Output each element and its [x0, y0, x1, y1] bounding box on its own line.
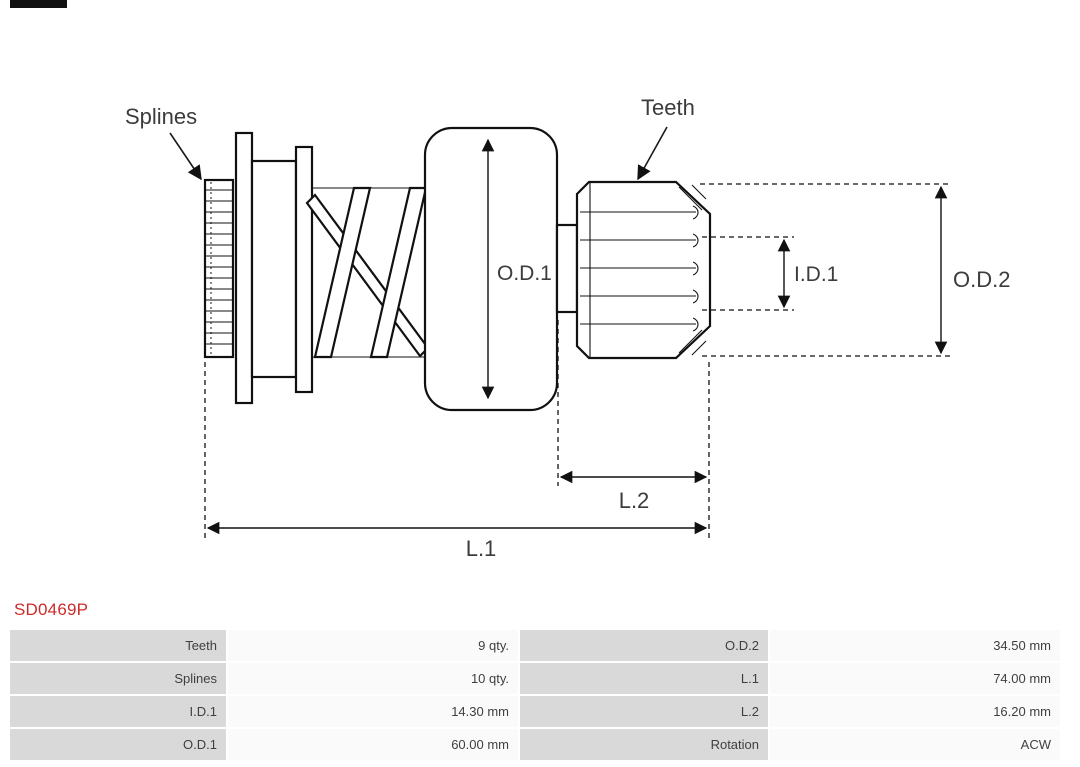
- teeth-arrow: [637, 126, 668, 181]
- l1-label: L.1: [466, 536, 497, 561]
- spec-label-id1: I.D.1: [10, 696, 226, 727]
- spec-value-l2: 16.20 mm: [770, 696, 1060, 727]
- return-spring: [305, 186, 430, 359]
- part-number: SD0469P: [14, 600, 89, 619]
- spline-hatching: [206, 189, 232, 345]
- spec-label-od1: O.D.1: [10, 729, 226, 760]
- pinion-gear: [575, 180, 712, 360]
- spec-label-splines: Splines: [10, 663, 226, 694]
- dim-id1: I.D.1: [702, 236, 838, 311]
- spec-value-l1: 74.00 mm: [770, 663, 1060, 694]
- dim-l1: L.1: [204, 362, 708, 561]
- dim-od1: O.D.1: [481, 138, 552, 400]
- spring-coil-2: [369, 186, 428, 359]
- flange-disc-2: [294, 145, 314, 394]
- spring-coil-1: [313, 186, 372, 359]
- splines-arrow: [169, 132, 202, 181]
- splined-shaft: [203, 178, 235, 359]
- splines-callout: Splines: [125, 104, 202, 181]
- od2-label: O.D.2: [953, 267, 1010, 292]
- flange-disc-1: [234, 131, 254, 405]
- spec-value-id1: 14.30 mm: [228, 696, 518, 727]
- spec-label-od2: O.D.2: [520, 630, 768, 661]
- teeth-label: Teeth: [641, 95, 695, 120]
- spec-value-splines: 10 qty.: [228, 663, 518, 694]
- spec-value-od1: 60.00 mm: [228, 729, 518, 760]
- id1-label: I.D.1: [794, 263, 838, 286]
- spec-value-od2: 34.50 mm: [770, 630, 1060, 661]
- od1-label: O.D.1: [497, 262, 552, 285]
- splines-label: Splines: [125, 104, 197, 129]
- gear-teeth-lines: [580, 205, 699, 332]
- spec-label-l2: L.2: [520, 696, 768, 727]
- hub-cylinder: [250, 159, 298, 379]
- spec-value-teeth: 9 qty.: [228, 630, 518, 661]
- spec-label-teeth: Teeth: [10, 630, 226, 661]
- spec-label-rotation: Rotation: [520, 729, 768, 760]
- pinion-shaft-neck: [555, 223, 579, 314]
- teeth-callout: Teeth: [637, 95, 695, 181]
- spec-table: Teeth 9 qty. O.D.2 34.50 mm Splines 10 q…: [10, 630, 1060, 760]
- starter-drive-technical-drawing: Splines Teeth: [125, 95, 1010, 561]
- dim-l2: L.2: [557, 320, 710, 540]
- chamfer-ticks: [678, 184, 707, 356]
- dim-od2: O.D.2: [700, 183, 1010, 357]
- spec-label-l1: L.1: [520, 663, 768, 694]
- spec-value-rotation: ACW: [770, 729, 1060, 760]
- l2-label: L.2: [619, 488, 650, 513]
- brand-logo-fragment: [10, 0, 67, 8]
